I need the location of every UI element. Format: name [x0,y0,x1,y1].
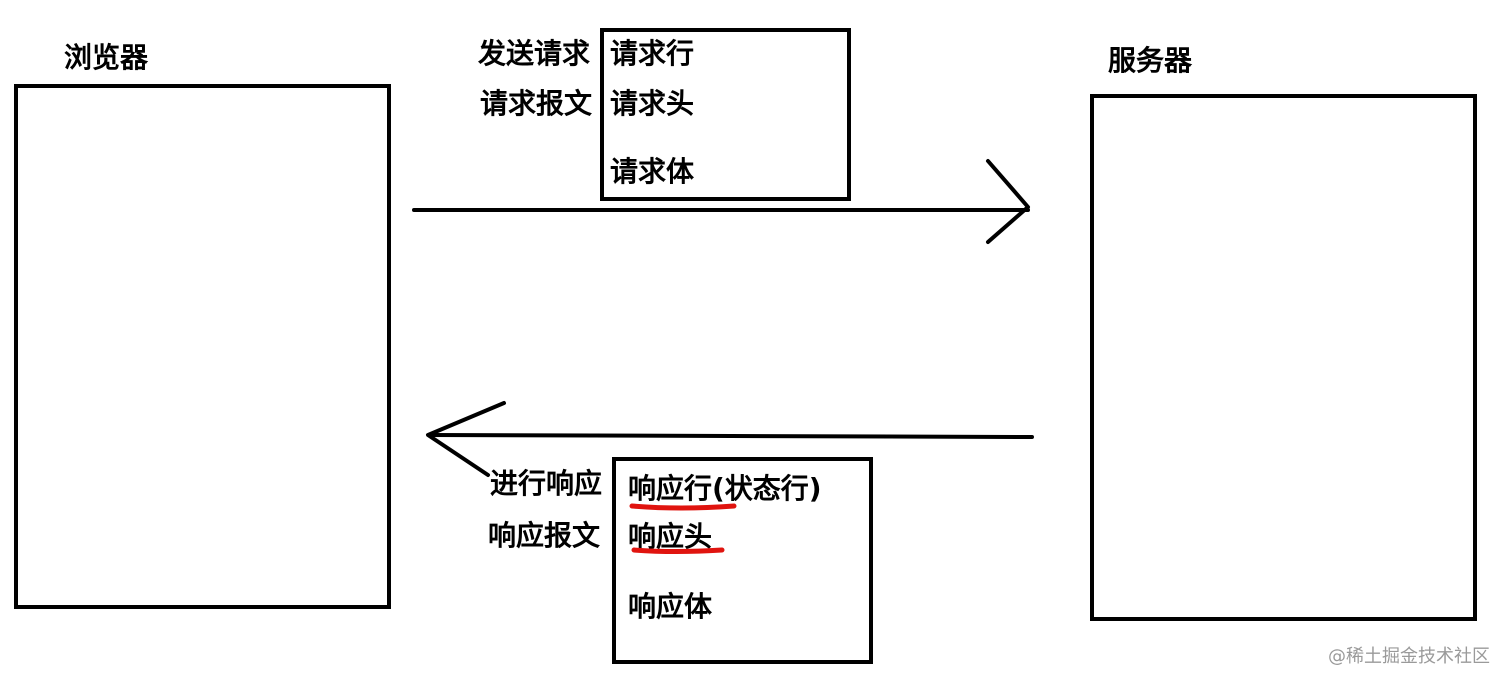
server-title: 服务器 [1108,44,1193,77]
response-arrow-shaft [428,433,1034,439]
response-body: 响应体 [628,590,713,623]
watermark-text: @稀土掘金技术社区 [1328,646,1490,667]
request-arrow-head [986,159,1030,244]
request-header: 请求头 [610,87,695,120]
request-body: 请求体 [610,155,695,188]
request-message-box [600,28,851,201]
response-line-underline [629,503,737,511]
response-label-message: 响应报文 [488,519,601,552]
response-label-respond: 进行响应 [490,467,603,500]
request-label-send: 发送请求 [478,37,591,70]
request-label-message: 请求报文 [480,87,593,120]
server-box [1090,94,1477,621]
response-line: 响应行(状态行) [628,472,822,505]
response-header: 响应头 [628,520,713,553]
request-line: 请求行 [610,37,695,70]
browser-title: 浏览器 [64,41,149,74]
response-header-underline [631,547,725,554]
response-arrow-head [426,401,506,477]
response-message-box [612,457,873,664]
browser-box [14,84,391,609]
